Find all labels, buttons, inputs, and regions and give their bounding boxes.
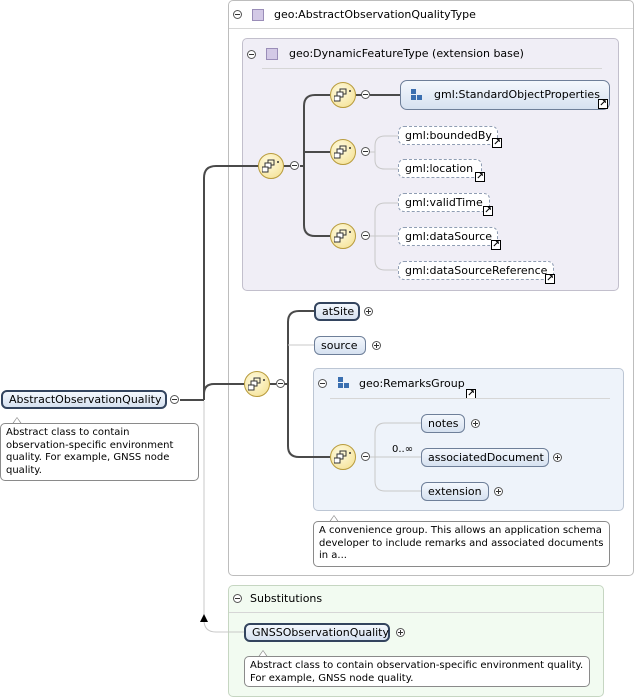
at-site-element[interactable]: atSite [314,302,360,321]
collapse-toggle-icon[interactable] [247,50,256,59]
expand-toggle-icon[interactable] [494,487,503,496]
link-arrow-icon[interactable]: ↗ [491,240,501,250]
element-label: gml:location [405,162,474,175]
root-label: AbstractObservationQuality [9,393,162,406]
element-label: associatedDocument [428,451,544,464]
note-pointer [12,417,22,424]
complex-type-icon [266,48,278,60]
collapse-toggle-icon[interactable] [318,379,327,388]
expand-toggle-icon[interactable] [364,307,373,316]
outer-type-divider [229,28,633,29]
expand-toggle-icon[interactable] [471,419,480,428]
sequence-compositor-icon[interactable] [330,444,356,470]
element-label: gml:boundedBy [405,129,492,142]
collapse-toggle-icon[interactable] [361,231,370,240]
gml-data-source-element[interactable]: gml:dataSource [398,227,498,246]
element-label: gml:dataSourceReference [405,264,548,277]
group-icon [338,377,350,389]
element-label: atSite [322,305,355,318]
note-pointer [329,515,339,522]
collapse-toggle-icon[interactable] [170,395,179,404]
link-arrow-icon[interactable]: ↗ [492,138,502,148]
associated-document-element[interactable]: associatedDocument [421,448,549,467]
gml-valid-time-element[interactable]: gml:validTime [398,193,490,212]
collapse-toggle-icon[interactable] [233,594,242,603]
collapse-toggle-icon[interactable] [361,452,370,461]
element-label: notes [428,417,459,430]
gml-bounded-by-element[interactable]: gml:boundedBy [398,126,498,145]
element-label: extension [428,485,482,498]
remarks-group-title: geo:RemarksGroup [359,377,465,390]
group-icon [411,89,423,101]
expand-toggle-icon[interactable] [396,628,405,637]
link-arrow-icon[interactable]: ↗ [545,274,555,284]
gnss-observation-quality-element[interactable]: GNSSObservationQuality [244,623,390,642]
sequence-compositor-icon[interactable] [330,82,356,108]
substitutions-divider [229,612,603,613]
element-label: source [321,339,358,352]
standard-object-properties-group[interactable]: gml:StandardObjectProperties [400,80,610,110]
source-element[interactable]: source [314,336,366,355]
element-label: GNSSObservationQuality [252,626,390,639]
expand-toggle-icon[interactable] [372,341,381,350]
link-arrow-icon[interactable]: ↗ [475,172,485,182]
collapse-toggle-icon[interactable] [361,147,370,156]
occurrence-label: 0..∞ [392,444,414,455]
sequence-compositor-icon[interactable] [244,371,270,397]
extension-element[interactable]: extension [421,482,489,501]
root-annotation: Abstract class to contain observation-sp… [0,423,199,481]
element-label: gml:dataSource [405,230,493,243]
complex-type-icon [252,9,264,21]
collapse-toggle-icon[interactable] [276,379,285,388]
note-pointer [258,650,268,657]
base-type-title: geo:DynamicFeatureType (extension base) [289,47,524,60]
link-arrow-icon[interactable]: ↗ [598,99,608,109]
base-type-divider [262,68,602,69]
notes-element[interactable]: notes [421,414,465,433]
sequence-compositor-icon[interactable] [330,139,356,165]
substitutions-title: Substitutions [250,592,323,605]
sequence-compositor-icon[interactable] [330,223,356,249]
std-props-label: gml:StandardObjectProperties [434,88,600,101]
collapse-toggle-icon[interactable] [290,161,299,170]
link-arrow-icon[interactable]: ↗ [483,206,493,216]
remarks-annotation: A convenience group. This allows an appl… [313,521,610,567]
collapse-toggle-icon[interactable] [233,10,242,19]
expand-toggle-icon[interactable] [553,453,562,462]
substitution-annotation: Abstract class to contain observation-sp… [244,656,590,687]
sequence-compositor-icon[interactable] [258,153,284,179]
gml-location-element[interactable]: gml:location [398,159,482,178]
collapse-toggle-icon[interactable] [361,90,370,99]
abstract-observation-quality-element[interactable]: AbstractObservationQuality [1,390,167,409]
element-label: gml:validTime [405,196,483,209]
gml-data-source-reference-element[interactable]: gml:dataSourceReference [398,261,554,280]
outer-type-title: geo:AbstractObservationQualityType [274,8,476,21]
remarks-divider [330,398,610,399]
